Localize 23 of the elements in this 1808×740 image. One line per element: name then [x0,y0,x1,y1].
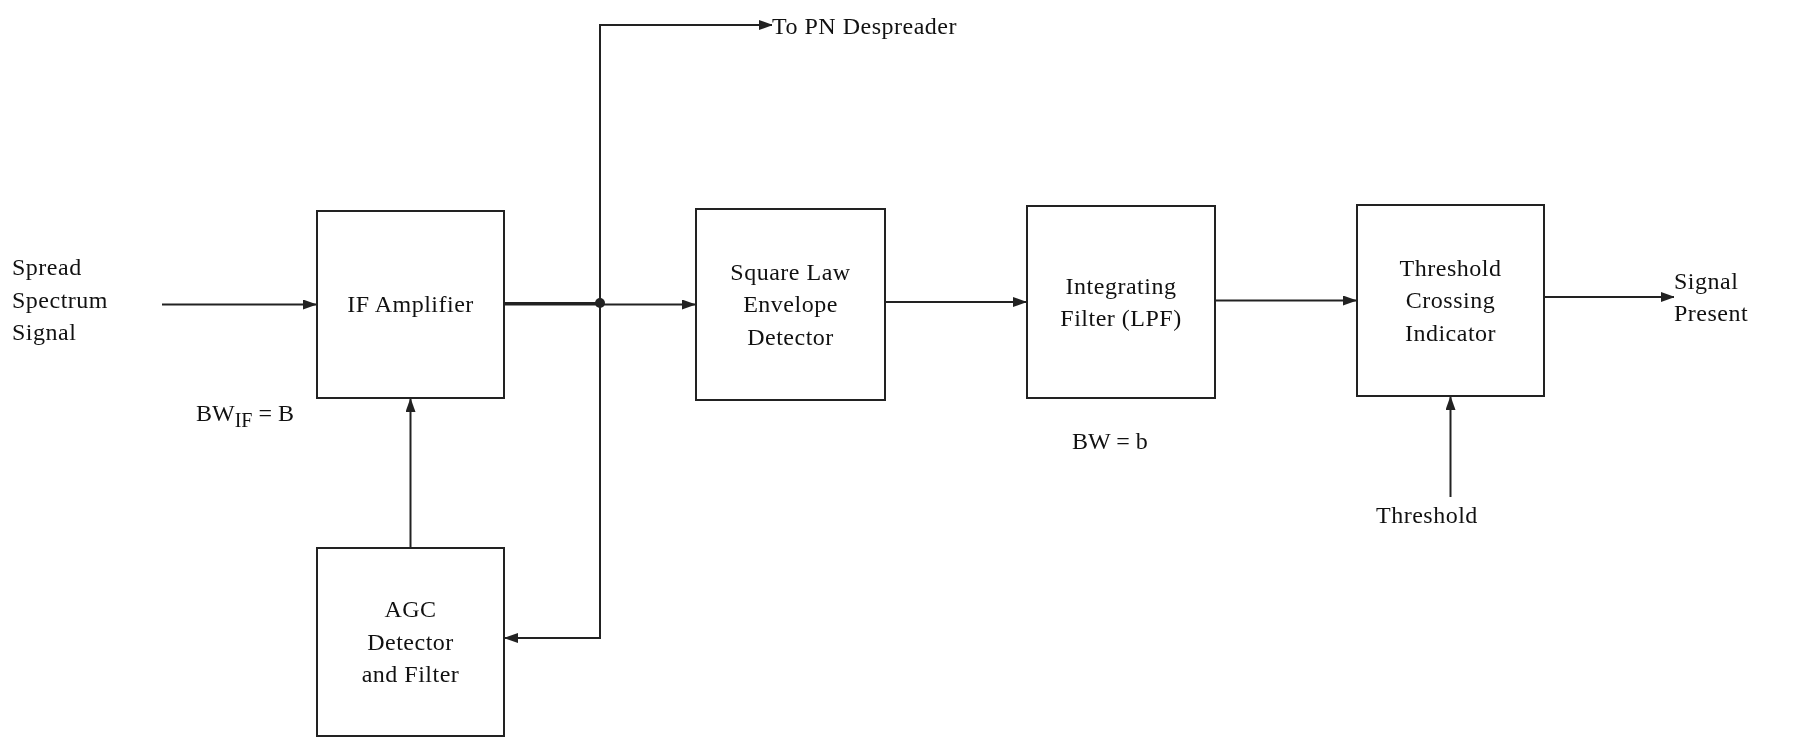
block-label: Square Law Envelope Detector [729,257,852,352]
block-box [316,547,505,737]
arrow [405,398,416,548]
block-label: AGC Detector and Filter [360,595,461,690]
block-box [1356,204,1545,397]
block-label: Integrating Filter (LPF) [1059,271,1183,333]
block-box [316,210,505,399]
arrow [1445,396,1456,498]
block-box [1026,205,1216,399]
arrow [885,297,1027,307]
signal-label: To PN Despreader [772,11,957,41]
block-box [695,208,886,401]
block-label: IF Amplifier [347,290,474,320]
bandwidth-label: BW$_{IF}$ = B [196,400,294,432]
arrow [504,299,696,310]
block-label: Threshold Crossing Indicator [1398,253,1503,348]
signal-label: Threshold [1376,500,1478,530]
arrow [1544,292,1675,302]
arrow [161,299,317,310]
signal-label: Spread Spectrum Signal [12,253,109,348]
arrow [1215,295,1357,306]
signal-label: Signal Present [1674,266,1750,328]
bandwidth-label: BW = b [1072,428,1148,455]
